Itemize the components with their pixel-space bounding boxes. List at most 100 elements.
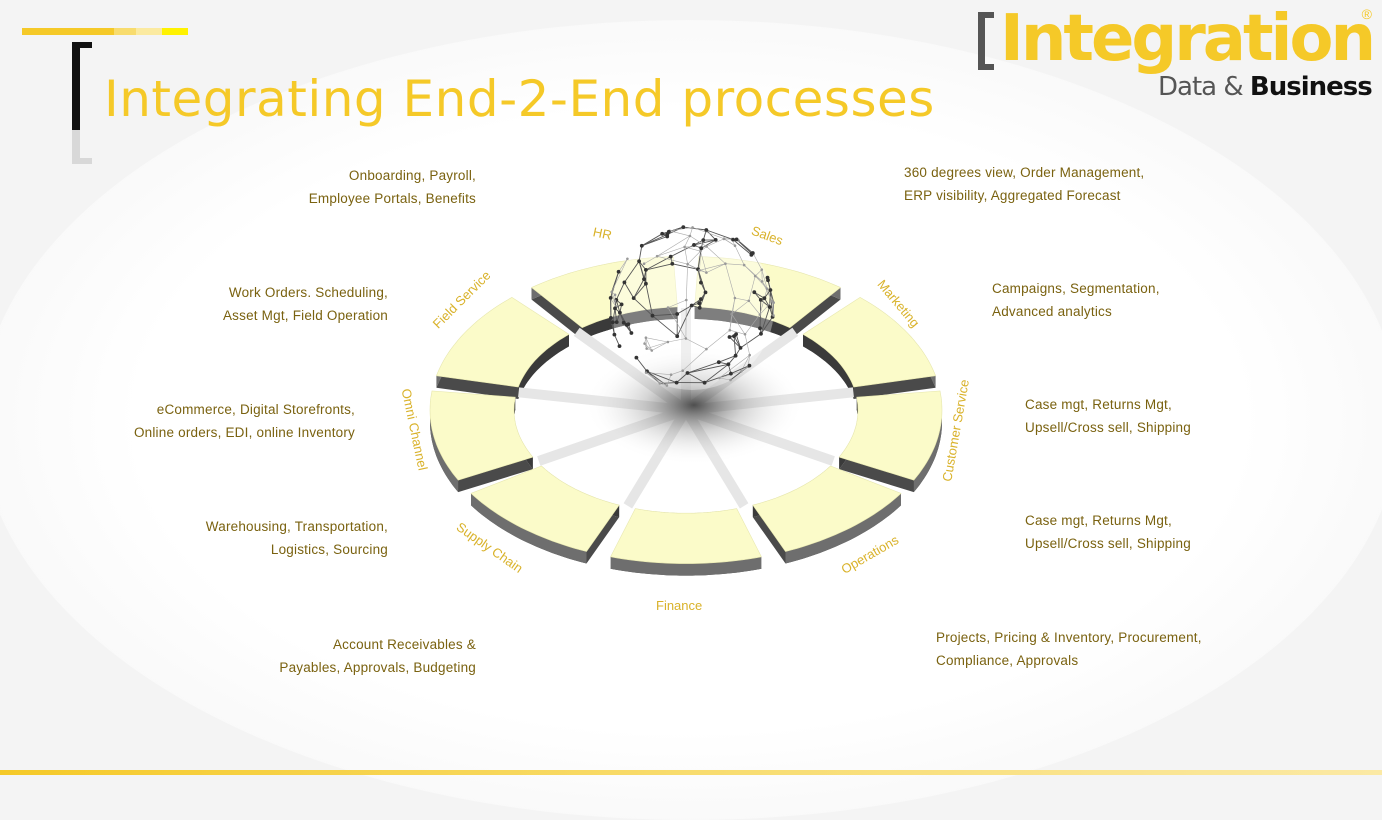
globe-node [704, 291, 708, 295]
ring-segment-top [611, 509, 762, 564]
globe-node [613, 307, 617, 311]
globe-node [669, 255, 673, 259]
globe-node [763, 296, 767, 300]
globe-node [615, 320, 619, 324]
description-marketing: Campaigns, Segmentation,Advanced analyti… [992, 277, 1160, 323]
globe-node [617, 270, 621, 274]
globe-node [766, 287, 769, 290]
globe-node [651, 349, 654, 352]
globe-node [660, 232, 664, 236]
globe-node [635, 356, 639, 360]
globe-node [768, 305, 772, 309]
globe-node [761, 268, 764, 271]
segment-label-finance: Finance [656, 598, 702, 613]
globe-node [689, 235, 692, 238]
globe-node [759, 298, 763, 302]
globe-node [758, 326, 762, 330]
globe-node [759, 313, 762, 316]
globe-node [609, 296, 613, 300]
globe-node [692, 243, 696, 247]
globe-node [766, 278, 770, 282]
globe-node [699, 281, 703, 285]
globe-node [686, 263, 689, 266]
globe-node [734, 354, 738, 358]
globe-node [643, 342, 646, 345]
globe-node [685, 299, 688, 302]
globe-node [681, 225, 685, 229]
globe-node [699, 297, 703, 301]
globe-node [666, 384, 669, 387]
globe-node [645, 371, 648, 374]
globe-node [740, 370, 743, 373]
globe-node [620, 303, 624, 307]
globe-node [744, 333, 747, 336]
globe-node [727, 362, 731, 366]
globe-node [670, 373, 673, 376]
bottom-accent-line [0, 770, 1382, 775]
description-sales: 360 degrees view, Order Management,ERP v… [904, 161, 1144, 207]
globe-node [735, 238, 739, 242]
globe-node [642, 277, 646, 281]
globe-node [667, 306, 670, 309]
globe-node [718, 377, 721, 380]
description-omni-channel: eCommerce, Digital Storefronts,Online or… [115, 398, 355, 444]
globe-node [627, 322, 631, 326]
globe-node [728, 335, 732, 339]
globe-node [651, 314, 655, 318]
globe-node [690, 304, 694, 308]
description-operations-bottom: Projects, Pricing & Inventory, Procureme… [936, 626, 1202, 672]
globe-node [748, 300, 751, 303]
globe-node [704, 228, 708, 232]
globe-node [691, 226, 694, 229]
globe-node [748, 364, 752, 368]
globe-node [645, 347, 648, 350]
globe-node [698, 306, 702, 310]
globe-node [705, 348, 708, 351]
globe-node [772, 301, 775, 304]
globe-node [724, 262, 727, 265]
network-globe-icon [609, 225, 775, 390]
globe-node [705, 245, 708, 248]
globe-node [686, 371, 690, 375]
description-field-service: Work Orders. Scheduling,Asset Mgt, Field… [188, 281, 388, 327]
globe-node [698, 269, 701, 272]
globe-node [644, 282, 648, 286]
description-hr: Onboarding, Payroll,Employee Portals, Be… [296, 164, 476, 210]
globe-node [632, 296, 636, 300]
globe-node [743, 264, 746, 267]
globe-node [667, 230, 671, 234]
globe-node [656, 255, 659, 258]
globe-node [729, 372, 733, 376]
globe-node [717, 360, 721, 364]
globe-node [734, 244, 737, 247]
globe-node [723, 237, 726, 240]
globe-node [729, 329, 732, 332]
globe-node [681, 369, 684, 372]
globe-node [618, 344, 622, 348]
globe-node [675, 334, 679, 338]
globe-node [759, 332, 763, 336]
globe-node [739, 346, 743, 350]
globe-node [714, 238, 718, 242]
globe-node [752, 290, 756, 294]
globe-node [769, 288, 773, 292]
globe-node [613, 333, 617, 337]
globe-node [623, 281, 627, 285]
globe-node [734, 332, 738, 336]
globe-node [748, 354, 751, 357]
globe-node [683, 246, 686, 249]
globe-node [618, 311, 622, 315]
description-finance: Account Receivables &Payables, Approvals… [236, 633, 476, 679]
ring-segment [611, 509, 762, 576]
globe-node [645, 336, 648, 339]
globe-node [644, 268, 648, 272]
globe-node [675, 381, 679, 385]
description-supply-chain: Warehousing, Transportation,Logistics, S… [188, 515, 388, 561]
globe-node [761, 280, 764, 283]
globe-node [675, 312, 679, 316]
globe-node [609, 316, 613, 320]
globe-node [754, 275, 757, 278]
globe-node [731, 238, 735, 242]
globe-node [703, 381, 707, 385]
globe-node [640, 244, 644, 248]
